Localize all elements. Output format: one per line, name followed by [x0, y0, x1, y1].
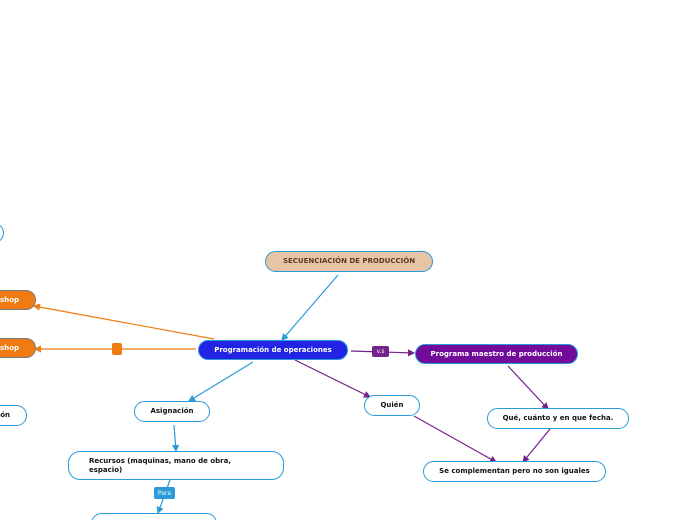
node-orange-top-label: shop	[0, 295, 19, 304]
node-complementan-label: Se complementan pero no son iguales	[439, 467, 590, 476]
para-connector-text: Para	[157, 489, 172, 497]
node-secuenciacion[interactable]: SECUENCIACIÓN DE PRODUCCIÓN	[265, 251, 433, 272]
node-asignacion-label: Asignación	[150, 407, 194, 416]
node-quien-label: Quién	[380, 401, 404, 410]
node-programacion-label: Programación de operaciones	[214, 345, 332, 354]
link-programacion-asignacion	[187, 361, 254, 402]
node-programa-maestro[interactable]: Programa maestro de producción	[415, 344, 578, 364]
link-quien-complementan	[413, 415, 498, 463]
vs-connector-label: v.s	[372, 346, 389, 357]
node-orange-bottom[interactable]: shop	[0, 338, 36, 358]
node-orange-bottom-label: shop	[0, 343, 19, 352]
orange-connector-label	[112, 343, 122, 355]
link-quecuanto-complementan	[522, 428, 551, 463]
node-recursos-label: Recursos (maquinas, mano de obra, espaci…	[89, 457, 231, 474]
node-que-cuanto[interactable]: Qué, cuánto y en que fecha.	[487, 408, 629, 429]
node-orange-top[interactable]: shop	[0, 290, 36, 310]
node-asignacion[interactable]: Asignación	[134, 401, 210, 422]
vs-connector-text: v.s	[376, 348, 385, 355]
para-connector-label: Para	[154, 487, 175, 499]
node-secuenciacion-label: SECUENCIACIÓN DE PRODUCCIÓN	[282, 257, 416, 266]
node-maestro-label: Programa maestro de producción	[430, 349, 563, 358]
link-programacion-quien	[294, 359, 372, 398]
link-programacion-orange-top	[32, 303, 215, 340]
node-que-cuanto-label: Qué, cuánto y en que fecha.	[502, 414, 614, 423]
node-se-complementan[interactable]: Se complementan pero no son iguales	[423, 461, 606, 482]
link-maestro-quecuanto	[507, 365, 549, 410]
node-recursos[interactable]: Recursos (maquinas, mano de obra, espaci…	[68, 451, 284, 480]
node-left-partial[interactable]: ión	[0, 405, 27, 426]
link-asignacion-recursos	[171, 424, 180, 453]
node-bottom-partial[interactable]	[91, 513, 217, 520]
link-root-programacion	[281, 274, 339, 341]
node-quien[interactable]: Quién	[364, 395, 420, 416]
node-left-partial-label: ión	[0, 411, 10, 420]
node-programacion-operaciones[interactable]: Programación de operaciones	[198, 340, 348, 360]
